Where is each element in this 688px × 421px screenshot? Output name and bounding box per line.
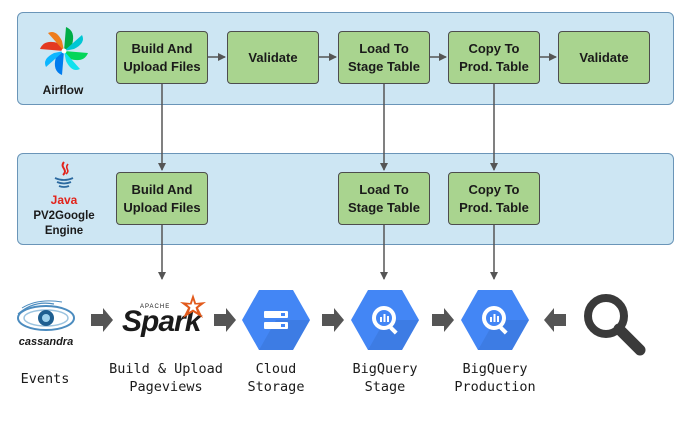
java-label: Java: [50, 193, 78, 207]
stage-label-build-upload: Build & Upload Pageviews: [109, 361, 223, 395]
fat-arrow-magnifier-to-bq-prod: [544, 308, 566, 332]
bigquery-icon: [461, 290, 529, 350]
magnifier-icon: [584, 294, 646, 356]
spark-star-icon: [180, 294, 206, 318]
spark-apache-text: APACHE: [140, 304, 171, 310]
fat-arrow-bq-stage-to-bq-prod: [432, 308, 454, 332]
stage-label-cloud-storage: Cloud Storage: [247, 361, 305, 395]
airflow-step-validate-1: Validate: [227, 31, 319, 84]
stage-label-events: Events: [20, 371, 70, 387]
cassandra-eye-icon: [17, 300, 75, 331]
cloud-storage-icon: [242, 290, 310, 350]
airflow-logo-icon: [40, 27, 88, 75]
bigquery-icon: [351, 290, 419, 350]
airflow-step-validate-2: Validate: [558, 31, 650, 84]
airflow-lane-label: Airflow: [42, 83, 84, 97]
fat-arrow-spark-to-storage: [214, 308, 236, 332]
fat-arrow-storage-to-bq-stage: [322, 308, 344, 332]
engine-label-line2: Engine: [44, 225, 84, 237]
java-logo-icon: [54, 161, 74, 188]
stage-label-bq-stage: BigQuery Stage: [352, 361, 418, 395]
stage-label-bq-production: BigQuery Production: [454, 361, 536, 395]
fat-arrow-cassandra-to-spark: [91, 308, 113, 332]
cassandra-logo-text: cassandra: [18, 336, 74, 348]
engine-label-line1: PV2Google: [33, 210, 95, 222]
